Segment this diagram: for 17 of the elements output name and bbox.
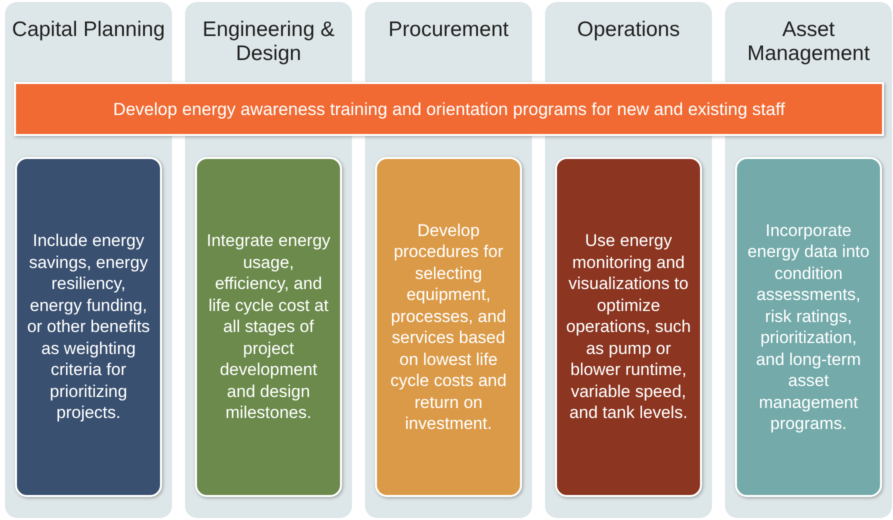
action-card <box>195 157 342 497</box>
action-card <box>375 157 522 497</box>
action-card <box>735 157 882 497</box>
column-heading: Procurement <box>387 18 510 42</box>
column-heading: Asset Management <box>746 18 871 66</box>
card-text: Incorporate energy data into condition assessments, risk ratings, prioritization, and long-term asset management programs. <box>746 220 870 434</box>
card-text: Develop procedures for selecting equipment, processes, and services based on lowest life cycle costs and return on investment. <box>389 220 508 434</box>
column-heading: Capital Planning <box>11 18 166 42</box>
column-heading: Operations <box>576 18 681 42</box>
card-text: Integrate energy usage, efficiency, and life cycle cost at all stages of project development and design milestones. <box>206 230 332 424</box>
banner-box <box>14 82 884 136</box>
column-heading: Engineering & Design <box>202 18 336 66</box>
action-card <box>15 157 162 497</box>
banner-text: Develop energy awareness training and orientation programs for new and existing staff <box>113 98 785 120</box>
card-text: Include energy savings, energy resiliency, energy funding, or other benefits as weighting criteria for prioritizing projects. <box>26 230 151 424</box>
action-card <box>555 157 702 497</box>
card-text: Use energy monitoring and visualizations to optimize operations, such as pump or blower runtime, variable speed, and tank levels. <box>565 230 692 424</box>
